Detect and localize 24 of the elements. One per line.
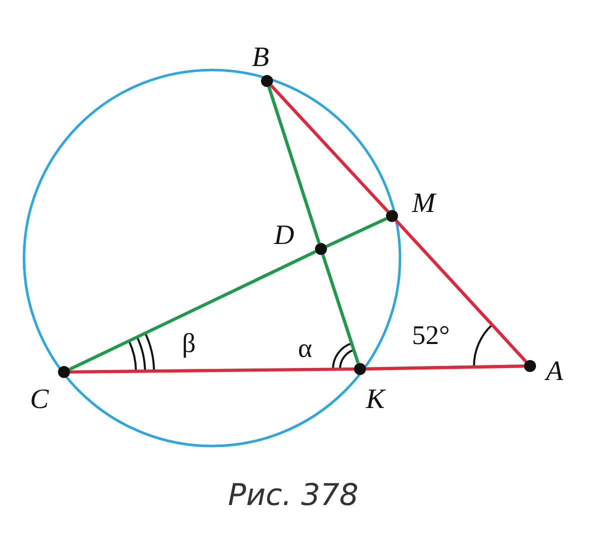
line-segment [394, 219, 528, 363]
point-dot [354, 363, 366, 375]
point-label: B [252, 44, 270, 72]
point-label: C [30, 386, 49, 414]
line-segment [70, 367, 354, 374]
point-dot [386, 210, 398, 222]
angle-label: 52° [412, 322, 450, 349]
point-label: K [366, 386, 385, 414]
line-segment [267, 86, 321, 244]
point-dot [315, 243, 327, 255]
point-dot [58, 366, 70, 378]
line-segment [321, 254, 360, 364]
line-segment [68, 250, 316, 371]
angle-label: β [182, 330, 196, 357]
angle-label: α [298, 335, 312, 362]
line-segment [366, 364, 524, 370]
figure-caption: Рис. 378 [228, 478, 358, 513]
point-label: M [412, 190, 436, 218]
point-dot [261, 75, 273, 87]
point-dot [524, 360, 536, 372]
point-label: A [546, 358, 564, 386]
line-segment [270, 84, 390, 213]
line-segment [326, 217, 388, 248]
point-label: D [274, 222, 294, 250]
